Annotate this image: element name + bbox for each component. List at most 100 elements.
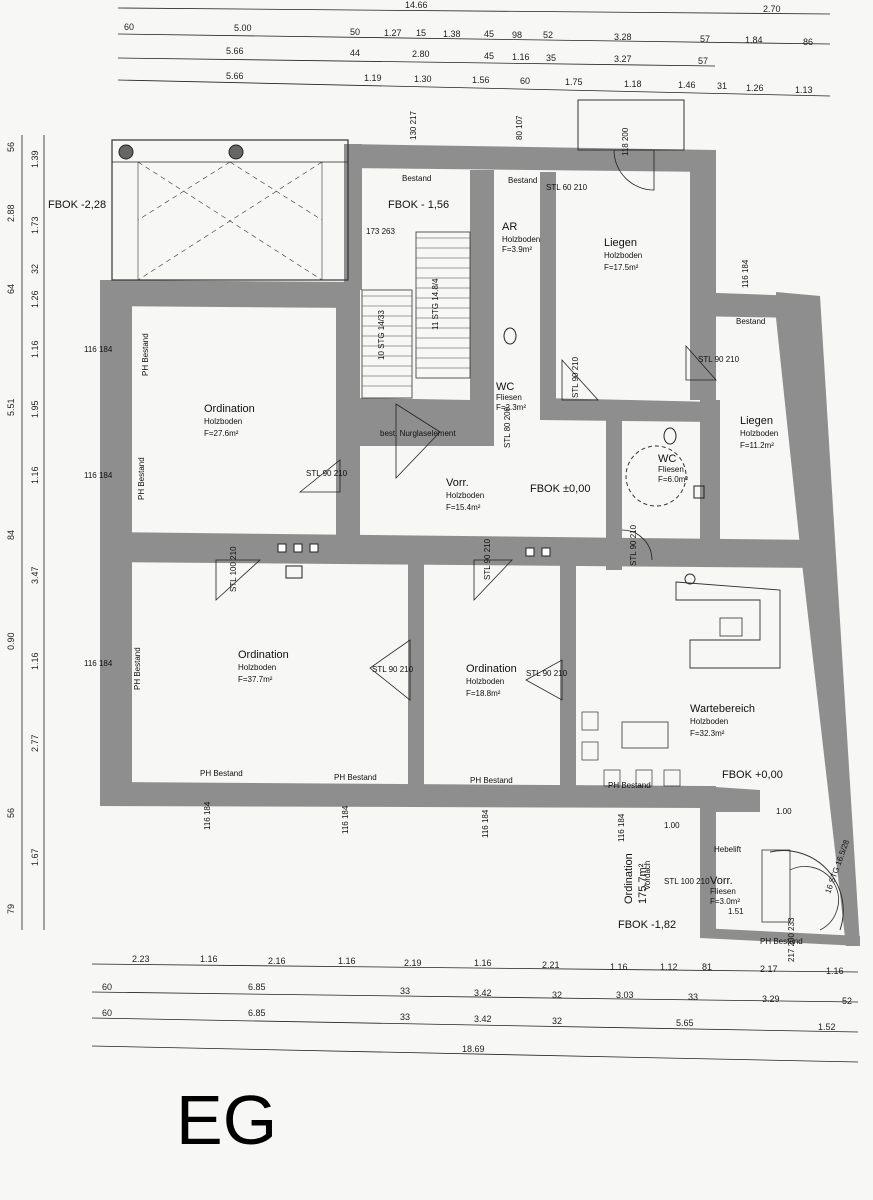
staircase: 10 STG 14/33 11 STG 14.8/4 [361, 231, 471, 399]
dim-label: 5.51 [6, 398, 16, 416]
window-dim: 116 184 [481, 809, 490, 838]
reception-counter [581, 573, 781, 787]
level-labels: FBOK -2,28 FBOK - 1,56 FBOK ±0,00 FBOK +… [48, 199, 783, 931]
dim-label: 5.66 [226, 71, 244, 81]
dim-label: 3.42 [474, 1014, 492, 1024]
dim-label: 1.18 [624, 79, 642, 89]
dim-label: 3.29 [762, 994, 780, 1004]
room-area: F=32.3m² [690, 729, 725, 738]
dim-label: 3.47 [30, 566, 40, 584]
chair-icon [603, 769, 621, 787]
dim-label: 1.16 [30, 652, 40, 670]
dim-label: 1.52 [818, 1022, 836, 1032]
top-dimensions: 14.66 2.70 60 5.00 50 1.27 15 1.38 45 98… [117, 0, 831, 97]
room-name: Liegen [740, 415, 773, 427]
dim-label: 1.26 [30, 290, 40, 308]
window-label: PH Bestand [137, 457, 146, 500]
window-dim: 173 263 [366, 227, 395, 236]
room-area: F=15.4m² [446, 503, 481, 512]
glass-element-label: best. Nurglaselement [380, 429, 456, 438]
room-floor: Fliesen [710, 887, 736, 896]
dim-label: 45 [484, 29, 494, 39]
room-name: WC [496, 381, 514, 393]
dim-label: 1.00 [664, 821, 680, 830]
dim-label: 1.16 [338, 956, 356, 966]
room-area: F=3.9m² [502, 245, 532, 254]
stair-label: 10 STG 14/33 [377, 310, 386, 360]
room-area: F=2.3m² [496, 403, 526, 412]
dim-label: 32 [30, 264, 40, 274]
door-label: STL 80 200 [503, 406, 512, 448]
dim-label: 86 [803, 37, 813, 47]
window-dim: 116 184 [203, 801, 212, 830]
toilet-icon [663, 427, 677, 445]
bestand-label: Bestand [508, 176, 537, 185]
dim-label: 35 [546, 53, 556, 63]
dim-label: 3.27 [614, 54, 632, 64]
room-vorr-2: Vorr. Fliesen F=3.0m² [710, 875, 740, 906]
dim-total-bottom: 18.69 [462, 1044, 485, 1054]
room-area: F=17.5m² [604, 263, 639, 272]
dim-label: 0.90 [6, 632, 16, 650]
dim-label: 52 [842, 996, 852, 1006]
window-dim: 116 184 [741, 259, 750, 288]
dim-label: 1.16 [610, 962, 628, 972]
dim-label: 1.19 [364, 73, 382, 83]
drain-icon [118, 144, 134, 160]
window-dim: 80 107 [515, 115, 524, 140]
dim-label: 32 [552, 990, 562, 1000]
door-label: STL 90 210 [526, 669, 568, 678]
table-icon [621, 721, 669, 749]
room-ordination-4: Ordination Vordach 175.7m² [623, 853, 652, 904]
dim-label: 2.23 [132, 954, 150, 964]
room-name: WC [658, 453, 676, 465]
dim-label: 81 [702, 962, 712, 972]
light-well [111, 139, 349, 281]
dim-label: 6.85 [248, 982, 266, 992]
level-marker: FBOK ±0,00 [530, 483, 590, 495]
dim-label: 1.84 [745, 35, 763, 45]
room-vorr-1: Vorr. Holzboden F=15.4m² [446, 477, 484, 512]
dim-total-top: 14.66 [405, 0, 428, 10]
door-label: STL 90 210 [629, 524, 638, 566]
dim-label: 44 [350, 48, 360, 58]
room-liegen-1: Liegen Holzboden F=17.5m² [604, 237, 642, 272]
door-label: STL 90 210 [571, 356, 580, 398]
room-labels: Ordination Holzboden F=27.6m² Ordination… [204, 221, 778, 906]
room-wartebereich: Wartebereich Holzboden F=32.3m² [690, 703, 755, 738]
dim-label: 31 [717, 81, 727, 91]
window-dim: 118 200 [621, 127, 630, 156]
sink-icon [285, 565, 303, 579]
dim-label: 1.46 [678, 80, 696, 90]
dim-label: 33 [688, 992, 698, 1002]
room-floor: Holzboden [502, 235, 540, 244]
dim-label: 1.30 [414, 74, 432, 84]
room-area: F=37.7m² [238, 675, 273, 684]
door-label: STL 100 210 [229, 546, 238, 592]
room-wc-2: WC Fliesen F=6.0m² [658, 453, 688, 484]
dim-label: 1.73 [30, 216, 40, 234]
window-label: PH Bestand [470, 776, 513, 785]
dim-label: 2.21 [542, 960, 560, 970]
dim-label: 50 [350, 27, 360, 37]
room-ordination-2: Ordination Holzboden F=37.7m² [238, 649, 289, 684]
dim-label: 33 [400, 986, 410, 996]
dim-label: 5.66 [226, 46, 244, 56]
dim-label: 52 [543, 30, 553, 40]
chair-icon [663, 769, 681, 787]
room-name: AR [502, 221, 517, 233]
chair-icon [581, 741, 599, 761]
dim-label: 57 [700, 34, 710, 44]
room-floor: Holzboden [466, 677, 504, 686]
spiral-staircase: 16 STG 16.5/28 [761, 838, 851, 931]
room-floor: Holzboden [446, 491, 484, 500]
room-floor: Fliesen [496, 393, 522, 402]
room-area: 175.7m² [637, 863, 649, 904]
room-area: F=18.8m² [466, 689, 501, 698]
misc-labels: Bestand Bestand Bestand best. Nurglasele… [84, 111, 803, 962]
room-name: Vorr. [710, 875, 733, 887]
turning-circle [625, 445, 687, 507]
dim-label: 33 [400, 1012, 410, 1022]
floor-label: EG [176, 1081, 277, 1159]
door-label: STL 60 210 [546, 183, 588, 192]
